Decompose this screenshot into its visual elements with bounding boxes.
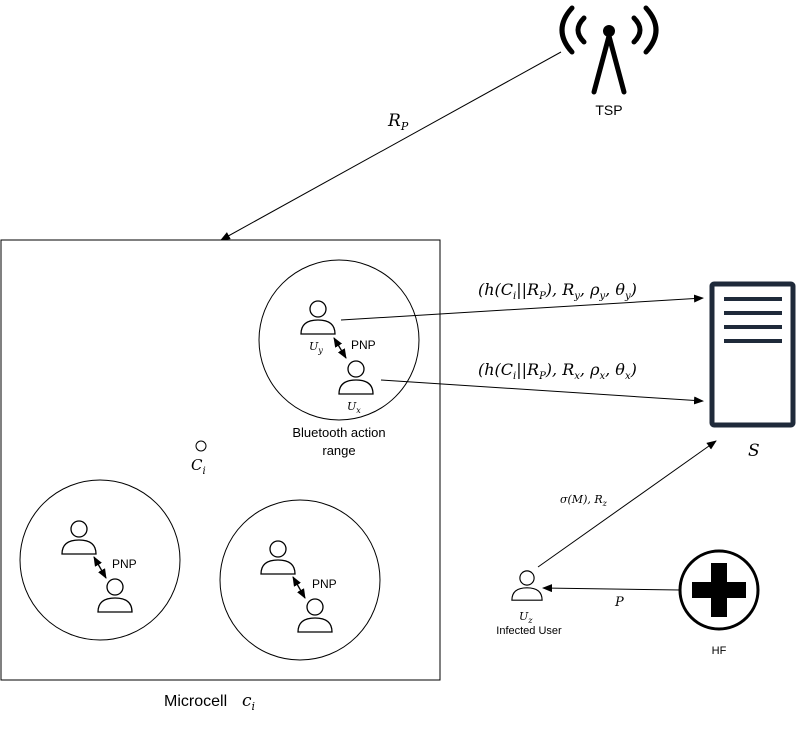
microcell-boundary <box>0 239 441 681</box>
tsp-label: TSP <box>595 102 622 118</box>
antenna-icon <box>559 5 659 95</box>
uy-to-server-arrow <box>340 294 704 321</box>
center-point <box>195 440 207 452</box>
bluetooth-range-label-2: range <box>322 443 355 458</box>
uz-to-server-arrow <box>537 440 717 568</box>
server-label: S <box>748 441 760 461</box>
hf-to-uz-arrow <box>542 584 681 593</box>
hf-to-uz-label: P <box>614 595 624 610</box>
ux-to-server-label: (h(Ci||RP), Rx, ρx, θx) <box>478 360 637 382</box>
microcell-label: Microcell <box>164 693 227 710</box>
pnp-arrow-1 <box>333 337 347 359</box>
uz-to-server-label: σ(M), Rz <box>560 493 608 508</box>
pnp-label-3: PNP <box>312 577 337 591</box>
user-x-icon <box>338 360 374 395</box>
user-y-icon <box>300 300 336 335</box>
user-icon-middle-b <box>297 598 333 633</box>
server-icon <box>709 281 796 428</box>
user-z-label: Uz <box>519 610 533 625</box>
user-y-label: Uy <box>309 340 323 355</box>
hf-label: HF <box>712 645 727 657</box>
pnp-label-2: PNP <box>112 557 137 571</box>
bluetooth-range-circle <box>258 259 420 421</box>
pnp-arrow-2 <box>93 556 107 579</box>
bluetooth-range-label-1: Bluetooth action <box>292 425 385 440</box>
hospital-cross-icon <box>678 549 760 631</box>
ux-to-server-arrow <box>380 379 704 405</box>
infected-user-caption: Infected User <box>496 625 562 637</box>
user-group-circle-left <box>19 479 181 641</box>
user-z-icon <box>511 570 543 601</box>
pnp-arrow-3 <box>292 576 306 599</box>
uy-to-server-label: (h(Ci||RP), Ry, ρy, θy) <box>478 280 637 302</box>
microcell-id: ci <box>242 691 255 713</box>
tsp-link-arrow <box>220 51 562 241</box>
pnp-label-1: PNP <box>351 338 376 352</box>
user-icon-left-b <box>97 578 133 613</box>
tsp-link-label: RP <box>387 111 409 133</box>
center-point-label: Ci <box>191 456 206 477</box>
user-group-circle-middle <box>219 499 381 661</box>
user-icon-middle-a <box>260 540 296 575</box>
user-x-label: Ux <box>347 400 361 415</box>
user-icon-left-a <box>61 520 97 555</box>
